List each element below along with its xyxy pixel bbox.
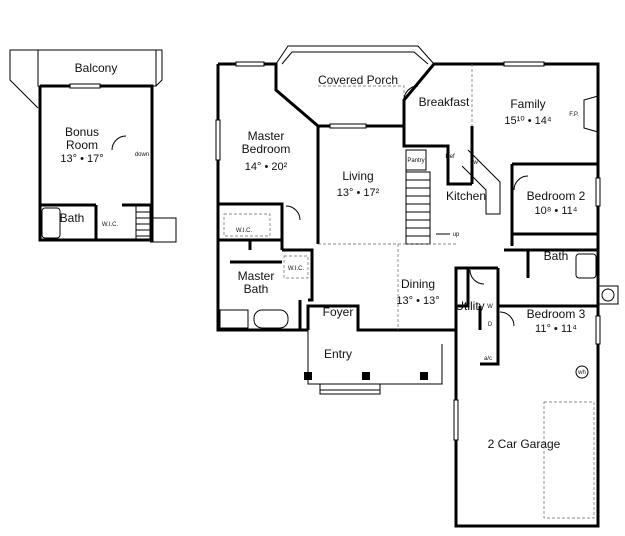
window-master-side — [215, 119, 221, 161]
living-dim: 13° • 17² — [337, 187, 380, 199]
dw-label: dw — [470, 160, 478, 166]
door-swing-utility — [469, 269, 485, 285]
bonus-stair-treads — [136, 211, 150, 237]
bonus-window — [69, 83, 101, 89]
main-stair-treads — [406, 179, 430, 237]
d-label: D — [488, 322, 493, 328]
bedroom3-label: Bedroom 3 — [527, 307, 586, 321]
bath-label: Bath — [544, 249, 569, 263]
window-family — [503, 61, 545, 67]
fireplace — [583, 95, 599, 133]
w-label: W — [487, 304, 493, 310]
master-wic1-box — [223, 213, 271, 237]
bonus-wic-label: W.I.C. — [102, 222, 119, 228]
door-swing-master — [285, 205, 301, 221]
window-master — [235, 61, 265, 67]
master-bedroom-dim: 14° • 20² — [245, 161, 288, 173]
entry-label: Entry — [324, 347, 352, 361]
balcony-rail — [9, 49, 39, 109]
column-3 — [420, 372, 428, 380]
kitchen-label: Kitchen — [446, 189, 486, 203]
covered-porch-label: Covered Porch — [318, 73, 398, 87]
ac-unit — [597, 285, 619, 305]
door-swing-bed3 — [499, 311, 515, 327]
wh-label: wh — [577, 370, 586, 376]
bonus-bath-label: Bath — [60, 211, 85, 225]
bedroom2-dim: 10⁸ • 11⁴ — [535, 205, 578, 217]
bonus-deck — [150, 217, 177, 243]
dining-label: Dining — [401, 277, 435, 291]
ref-label: Ref — [445, 154, 455, 160]
pantry-label: Pantry — [407, 158, 424, 164]
entry-steps — [319, 384, 381, 395]
window-bed3 — [595, 315, 601, 345]
porch-dash — [318, 85, 405, 100]
bath-tub — [575, 253, 597, 279]
balcony-rail-right — [155, 49, 163, 87]
window-porch — [329, 123, 367, 129]
living-label: Living — [342, 169, 373, 183]
bedroom2-label: Bedroom 2 — [527, 189, 586, 203]
bonus-down-label: down — [135, 152, 149, 158]
door-swing-breakfast — [403, 85, 419, 101]
porch-outline — [275, 45, 435, 65]
foyer-label: Foyer — [323, 305, 354, 319]
window-garage — [453, 399, 459, 441]
master-wic2-box — [283, 255, 309, 279]
utility-label: Utility — [455, 299, 484, 313]
ac-unit-fan — [601, 288, 615, 302]
bonus-room-label-line: Room — [66, 138, 98, 152]
master-wic1-label: W.I.C. — [236, 228, 253, 234]
ac-label: a/c — [484, 356, 492, 362]
entry-porch — [307, 330, 443, 385]
master-wic2-label: W.I.C. — [288, 266, 305, 272]
main-floor — [215, 45, 619, 528]
bonus-tub — [41, 207, 61, 239]
bonus-stair — [135, 205, 151, 241]
door-swing-bed2 — [513, 175, 529, 191]
fp-label: F.P. — [569, 112, 579, 118]
master-bedroom-label-line: Bedroom — [242, 142, 291, 156]
master-bath-label-line: Bath — [244, 282, 269, 296]
up-label: up — [453, 232, 460, 238]
pantry-box — [405, 149, 427, 171]
garage-label: 2 Car Garage — [488, 437, 561, 451]
upper-floor — [9, 49, 177, 243]
master-shower — [219, 309, 249, 329]
bonus-inner-wall — [40, 203, 152, 240]
window-bed2 — [595, 177, 601, 207]
garage-bay — [543, 401, 595, 519]
master-tub — [253, 309, 289, 329]
dining-dim: 13° • 13° — [396, 295, 439, 307]
breakfast-label: Breakfast — [419, 95, 470, 109]
water-heater — [575, 365, 589, 379]
main-stair — [405, 171, 431, 245]
bonus-room-dim: 13° • 17° — [60, 153, 103, 165]
porch-outline-inner — [281, 51, 429, 65]
bonus-door-swing — [111, 135, 127, 151]
front-wall — [306, 304, 456, 332]
balcony-label: Balcony — [75, 61, 118, 75]
interior-walls — [218, 126, 598, 366]
bedroom3-dim: 11° • 11⁴ — [535, 323, 577, 335]
family-label: Family — [510, 97, 545, 111]
column-1 — [304, 372, 312, 380]
family-dim: 15¹⁰ • 14⁴ — [504, 115, 552, 127]
column-2 — [362, 372, 370, 380]
